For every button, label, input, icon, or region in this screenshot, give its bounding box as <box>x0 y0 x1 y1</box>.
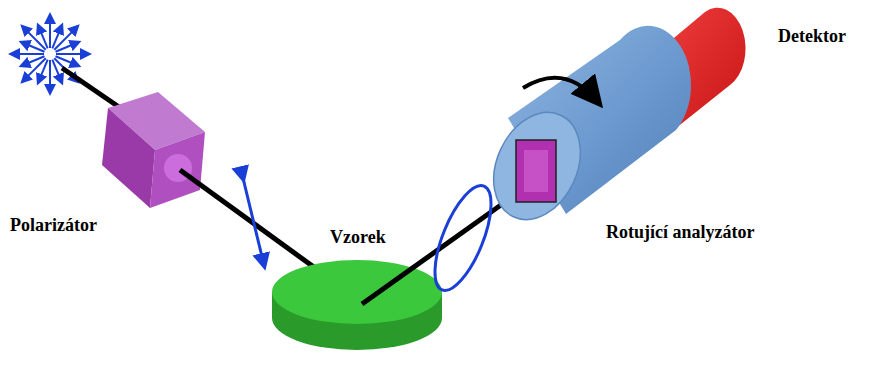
light-ray <box>23 58 46 81</box>
sample-disk <box>272 260 442 350</box>
light-ray <box>23 27 46 50</box>
light-ray <box>22 56 44 65</box>
light-ray <box>56 53 88 55</box>
rotation-arrow <box>523 78 598 102</box>
rotating-analyzer <box>477 26 691 234</box>
light-ray <box>54 27 77 50</box>
light-ray <box>39 26 48 48</box>
polarization-arrow <box>243 178 264 265</box>
part-label: Polarizátor <box>10 215 97 236</box>
part-label: Detektor <box>778 26 846 47</box>
light-ray <box>12 53 44 55</box>
light-ray <box>52 60 61 82</box>
light-ray <box>49 60 51 92</box>
polarization-ellipse <box>423 179 502 298</box>
light-ray <box>49 16 51 48</box>
polarizer-cube <box>102 92 205 208</box>
part-label: Vzorek <box>330 227 386 248</box>
part-label: Rotující analyzátor <box>606 222 754 243</box>
light-ray <box>56 43 78 52</box>
